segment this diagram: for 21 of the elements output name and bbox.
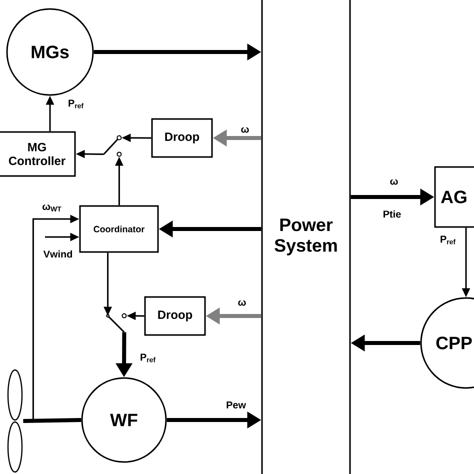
process-box: Droop [144, 296, 206, 336]
edge-label: Vwind [43, 250, 72, 258]
process-box: Droop [151, 118, 213, 158]
edge-label: P$_{ref}$ [140, 354, 156, 362]
edge-label: P$_{ref}$ [68, 100, 84, 108]
signal-label: Ptie [384, 210, 401, 218]
process-box: MG Controller [0, 131, 76, 177]
edge-label: ω [390, 179, 398, 185]
process-box: AG [434, 166, 474, 228]
circle-node: WF [81, 377, 167, 463]
wind-turbine-drawing [7, 369, 23, 473]
switch-symbol [103, 135, 122, 157]
edge-label: ω [241, 127, 249, 133]
edge-label: ω$_{WT}$ [42, 204, 62, 212]
edge-label: Pew [226, 402, 246, 408]
edge-label: ω [238, 300, 246, 306]
process-box: Coordinator [79, 205, 159, 253]
edge-label: P$_{ref}$ [440, 236, 456, 244]
switch-symbol [106, 313, 127, 333]
circle-node: MGs [6, 8, 94, 96]
process-box: Power System [261, 0, 351, 474]
